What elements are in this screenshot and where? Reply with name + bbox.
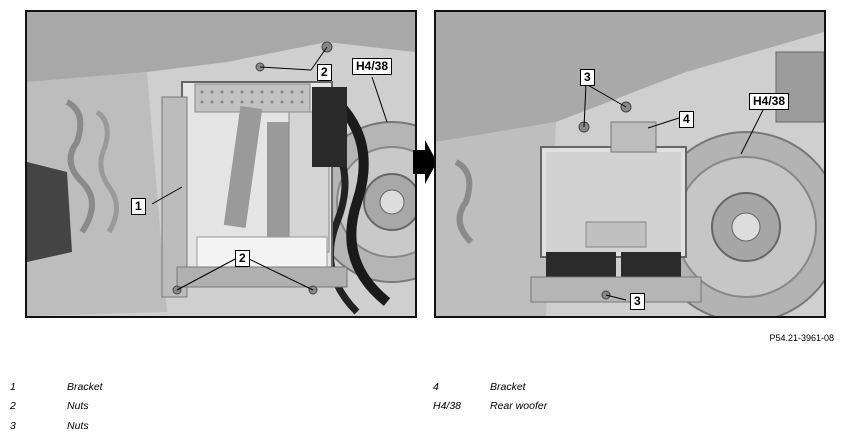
- figure-reference: P54.21-3961-08: [769, 333, 834, 343]
- legend-text: Bracket: [490, 381, 526, 393]
- arrow-right-icon: [413, 140, 437, 184]
- legend-number: H4/38: [433, 400, 462, 412]
- legend-text: Nuts: [67, 420, 89, 432]
- callout-h4-38-left: H4/38: [352, 58, 393, 75]
- left-illustration: [27, 12, 415, 316]
- right-illustration: [436, 12, 824, 316]
- callout-2-bottom: 2: [235, 250, 250, 267]
- right-illustration-panel: 3 4 H4/38 3: [434, 10, 826, 318]
- legend-number: 4: [433, 381, 439, 393]
- callout-3-bottom: 3: [630, 293, 645, 310]
- callout-3-top: 3: [580, 69, 595, 86]
- legend-text: Nuts: [67, 400, 89, 412]
- legend-number: 3: [10, 420, 16, 432]
- callout-1: 1: [131, 198, 146, 215]
- legend-text: Rear woofer: [490, 400, 548, 412]
- legend-number: 1: [10, 381, 16, 393]
- left-illustration-panel: 1 2 2 H4/38: [25, 10, 417, 318]
- legend-number: 2: [10, 400, 16, 412]
- callout-4: 4: [679, 111, 694, 128]
- callout-2-top: 2: [317, 64, 332, 81]
- callout-h4-38-right: H4/38: [749, 93, 790, 110]
- legend-text: Bracket: [67, 381, 103, 393]
